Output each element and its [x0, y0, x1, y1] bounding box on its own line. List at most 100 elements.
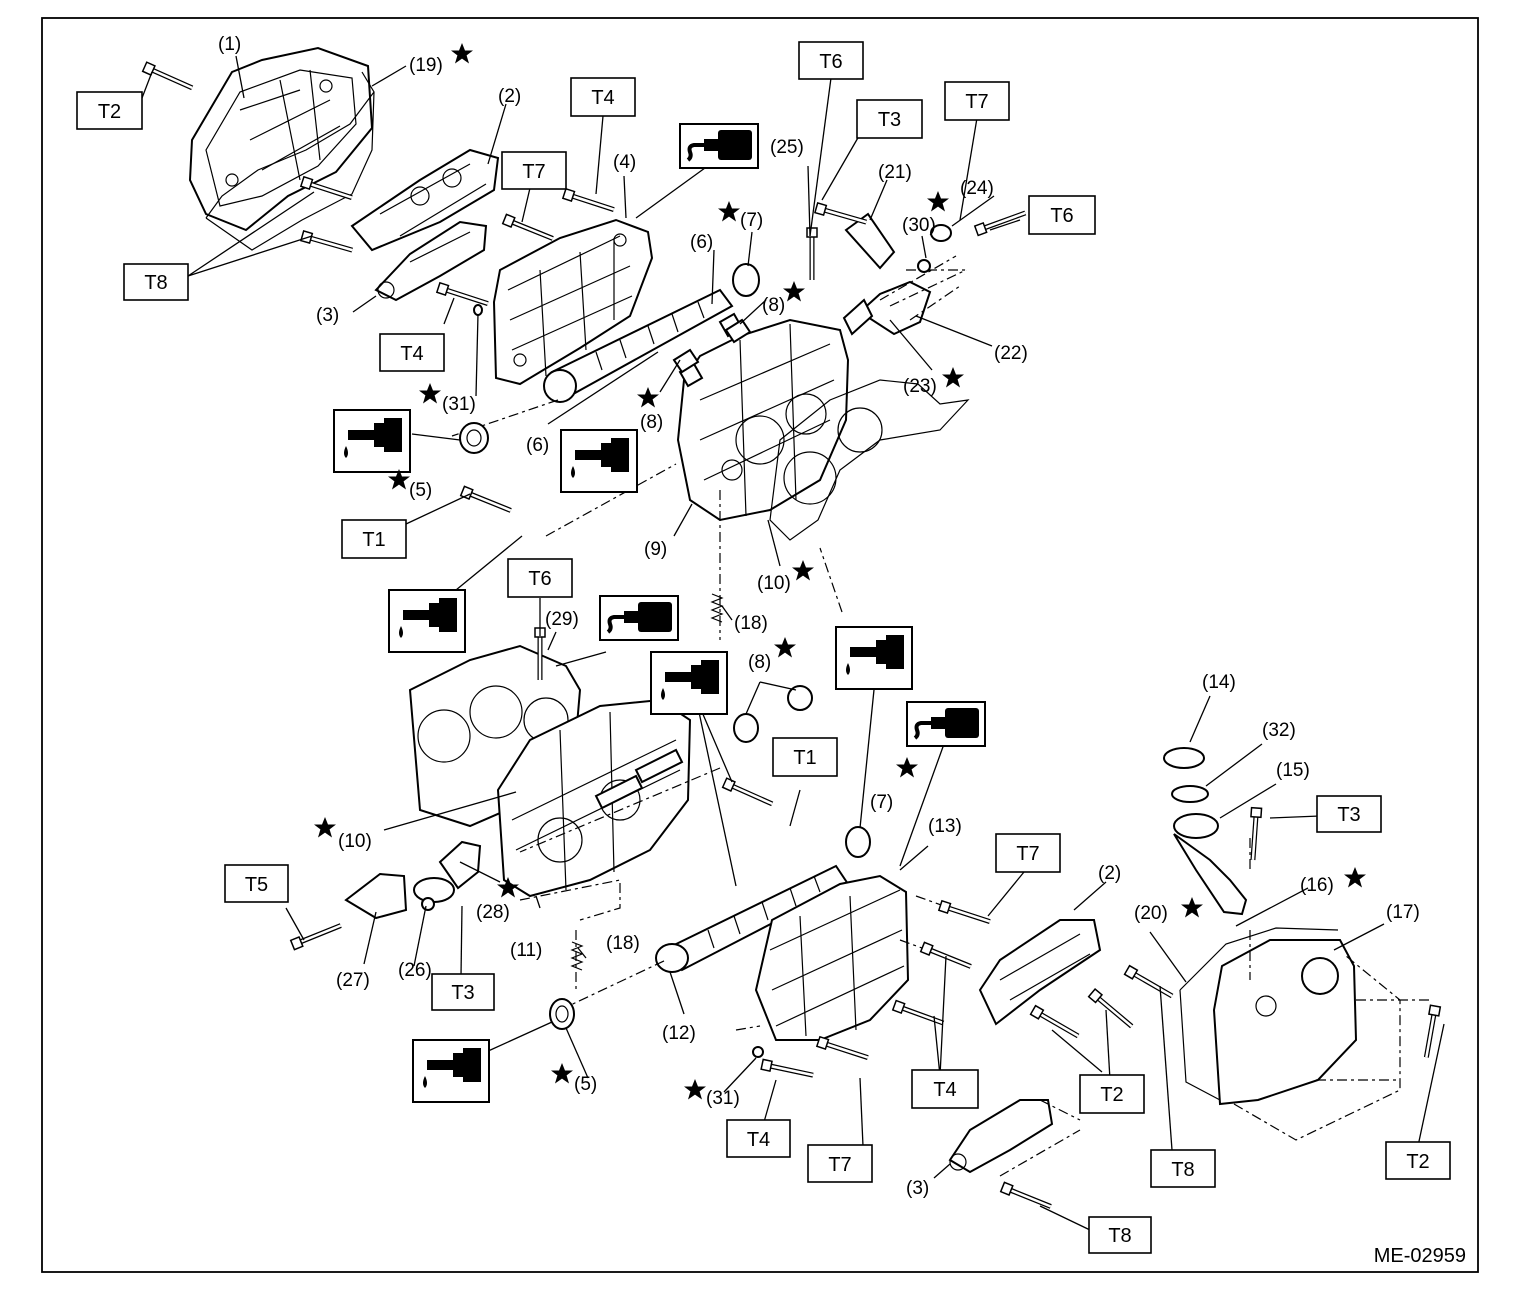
torque-T7-box-3: T7 — [995, 833, 1061, 873]
callout-30: (30) — [902, 215, 936, 236]
torque-label: T7 — [828, 1154, 851, 1176]
callout-21: (21) — [878, 162, 912, 183]
torque-label: T7 — [965, 91, 988, 113]
torque-T4-box-3: T4 — [911, 1069, 979, 1109]
torque-T6-box-2: T6 — [1028, 195, 1096, 235]
star-icon — [942, 367, 964, 388]
callout-5: (5) — [574, 1074, 597, 1095]
torque-label: T4 — [400, 343, 423, 365]
camshaft-support-lower — [754, 874, 910, 1041]
torque-label: T2 — [98, 101, 121, 123]
torque-T4-box-2: T4 — [379, 333, 445, 372]
star-icon — [774, 637, 796, 658]
callout-19: (19) — [409, 55, 443, 76]
callout-3: (3) — [906, 1178, 929, 1199]
cylinder-head-left — [496, 698, 692, 898]
torque-label: T8 — [1171, 1159, 1194, 1181]
camshaft-upper — [543, 263, 760, 403]
rocker-cover-gasket-upper — [205, 71, 375, 251]
sealant-tube-icon — [678, 122, 760, 170]
exhaust-rocker-assembly-upper — [374, 220, 488, 302]
oil-control-valve-left — [344, 840, 482, 920]
torque-T7-box-1: T7 — [501, 151, 567, 190]
callout-15: (15) — [1276, 760, 1310, 781]
callout-8: (8) — [748, 652, 771, 673]
torque-label: T3 — [451, 982, 474, 1004]
callout-7: (7) — [740, 210, 763, 231]
star-icon — [684, 1079, 706, 1100]
callout-28: (28) — [476, 902, 510, 923]
rocker-assembly-lower — [978, 919, 1102, 1026]
callout-2: (2) — [498, 86, 521, 107]
star-icon — [451, 43, 473, 64]
torque-T3-box-3: T3 — [1316, 795, 1382, 833]
torque-label: T2 — [1100, 1084, 1123, 1106]
callout-8: (8) — [640, 412, 663, 433]
torque-label: T8 — [1108, 1225, 1131, 1247]
torque-T6-box-1: T6 — [798, 41, 864, 80]
part-callouts: (1) (19) (2) (3) (4) (6) (7) (8) (8) (6)… — [218, 34, 1420, 1199]
star-icon — [637, 387, 659, 408]
sealant-tube-icon — [905, 700, 987, 748]
oil-can-icon — [835, 626, 913, 690]
sealant-tube-icon — [598, 594, 680, 642]
leader-lines — [141, 55, 1445, 1231]
star-icon — [419, 383, 441, 404]
callout-9: (9) — [644, 539, 667, 560]
callout-26: (26) — [398, 960, 432, 981]
oil-can-icon — [412, 1039, 490, 1103]
torque-T2-box-2: T2 — [1079, 1074, 1145, 1114]
diagram-frame — [41, 17, 1479, 1273]
torque-T3-box-2: T3 — [431, 973, 495, 1011]
callout-27: (27) — [336, 970, 370, 991]
torque-T5-box: T5 — [224, 864, 289, 903]
oil-can-icon — [388, 589, 466, 653]
torque-label: T8 — [144, 272, 167, 294]
callout-5: (5) — [409, 480, 432, 501]
callout-16: (16) — [1300, 875, 1334, 896]
intake-rocker-assembly-upper — [350, 148, 500, 252]
callout-1: (1) — [218, 34, 241, 55]
rocker-cover-lower — [1212, 939, 1358, 1106]
torque-label: T7 — [1016, 843, 1039, 865]
callout-13: (13) — [928, 816, 962, 837]
torque-T7-box-4: T7 — [807, 1144, 873, 1183]
torque-label: T2 — [1406, 1151, 1429, 1173]
star-icon — [718, 201, 740, 222]
oil-can-icon — [333, 409, 411, 473]
oil-filler-cap — [1163, 747, 1248, 916]
torque-T4-box-1: T4 — [570, 77, 636, 117]
callout-11: (11) — [510, 940, 542, 961]
rocker-cover-gasket-lower — [1179, 927, 1339, 1101]
torque-label: T6 — [528, 568, 551, 590]
star-icon — [927, 191, 949, 212]
head-gasket-right — [769, 379, 970, 541]
star-icon — [551, 1063, 573, 1084]
callout-14: (14) — [1202, 672, 1236, 693]
torque-T1-box-1: T1 — [341, 519, 407, 559]
torque-label: T7 — [522, 161, 545, 183]
cylinder-head-right — [676, 312, 850, 522]
callout-17: (17) — [1386, 902, 1420, 923]
torque-T4-box-4: T4 — [726, 1119, 791, 1158]
torque-T8-box-3: T8 — [1088, 1216, 1152, 1254]
callout-8: (8) — [762, 295, 785, 316]
callout-4: (4) — [613, 152, 636, 173]
torque-T8-box-2: T8 — [1150, 1149, 1216, 1188]
torque-label: T4 — [933, 1079, 956, 1101]
torque-label: T1 — [362, 529, 385, 551]
star-icon — [783, 281, 805, 302]
callout-23: (23) — [903, 376, 937, 397]
camshaft-support-upper — [492, 218, 654, 386]
callout-29: (29) — [545, 609, 579, 630]
torque-label: T1 — [793, 747, 816, 769]
star-icon — [314, 817, 336, 838]
torque-T2-box-1: T2 — [76, 91, 143, 130]
torque-T3-box-1: T3 — [856, 99, 923, 139]
torque-T1-box-2: T1 — [772, 737, 838, 777]
callout-32: (32) — [1262, 720, 1296, 741]
oil-can-icon — [650, 651, 728, 715]
callout-18: (18) — [606, 933, 640, 954]
callout-2: (2) — [1098, 863, 1121, 884]
